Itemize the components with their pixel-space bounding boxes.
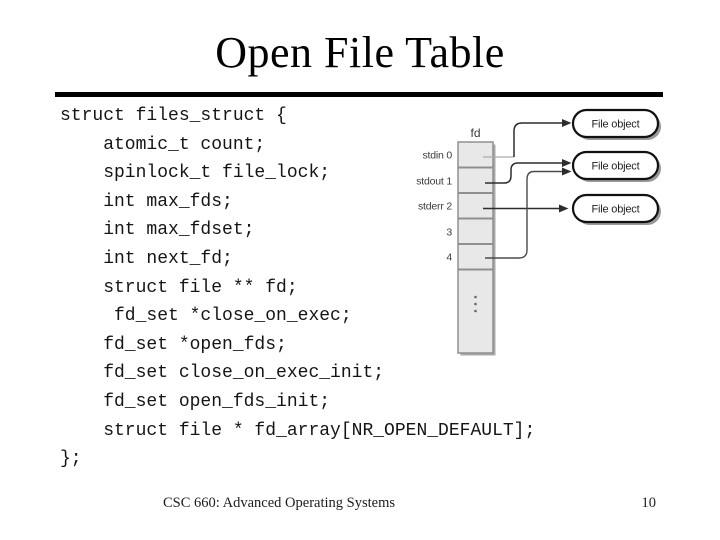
code-block: struct files_struct { atomic_t count; sp… [60, 106, 536, 470]
row-label-stderr: stderr 2 [418, 201, 452, 213]
page-number: 10 [641, 495, 657, 511]
file-object-label-2: File object [592, 161, 640, 173]
arrowhead [562, 159, 572, 167]
arrowhead [559, 204, 569, 213]
file-object-boxes: File object File object File object [571, 108, 661, 225]
title-underline [55, 92, 663, 97]
row-label-4: 4 [446, 252, 452, 264]
row-label-stdin: stdin 0 [422, 150, 452, 162]
arrowhead [562, 167, 572, 176]
file-object-label-3: File object [592, 204, 640, 216]
connectors [483, 119, 572, 259]
row-label-stdout: stdout 1 [416, 176, 452, 188]
arrow-stdin-to-file1 [513, 122, 562, 157]
ellipsis-dot [474, 302, 477, 306]
slide-title: Open File Table [215, 28, 505, 77]
fd-table-diagram: fd stdin 0 stdout 1 stderr 2 3 4 [416, 108, 661, 356]
file-object-label-1: File object [592, 119, 640, 131]
file-object-box-3 [571, 193, 660, 224]
fd-column-label: fd [470, 126, 480, 140]
row-label-3: 3 [446, 227, 452, 239]
ellipsis-dot [474, 295, 477, 299]
fd-table-row-separators [458, 166, 493, 271]
ellipsis-dot [474, 309, 477, 313]
file-object-box-2 [571, 150, 660, 181]
file-object-box-1 [571, 108, 660, 139]
ellipsis-dots [474, 295, 477, 313]
fd-table [457, 141, 494, 354]
arrow-stdout-to-file2 [485, 162, 562, 184]
footer-text: CSC 660: Advanced Operating Systems [163, 495, 395, 511]
arrow-fd4-to-file2 [485, 170, 562, 259]
arrowhead [562, 119, 572, 127]
